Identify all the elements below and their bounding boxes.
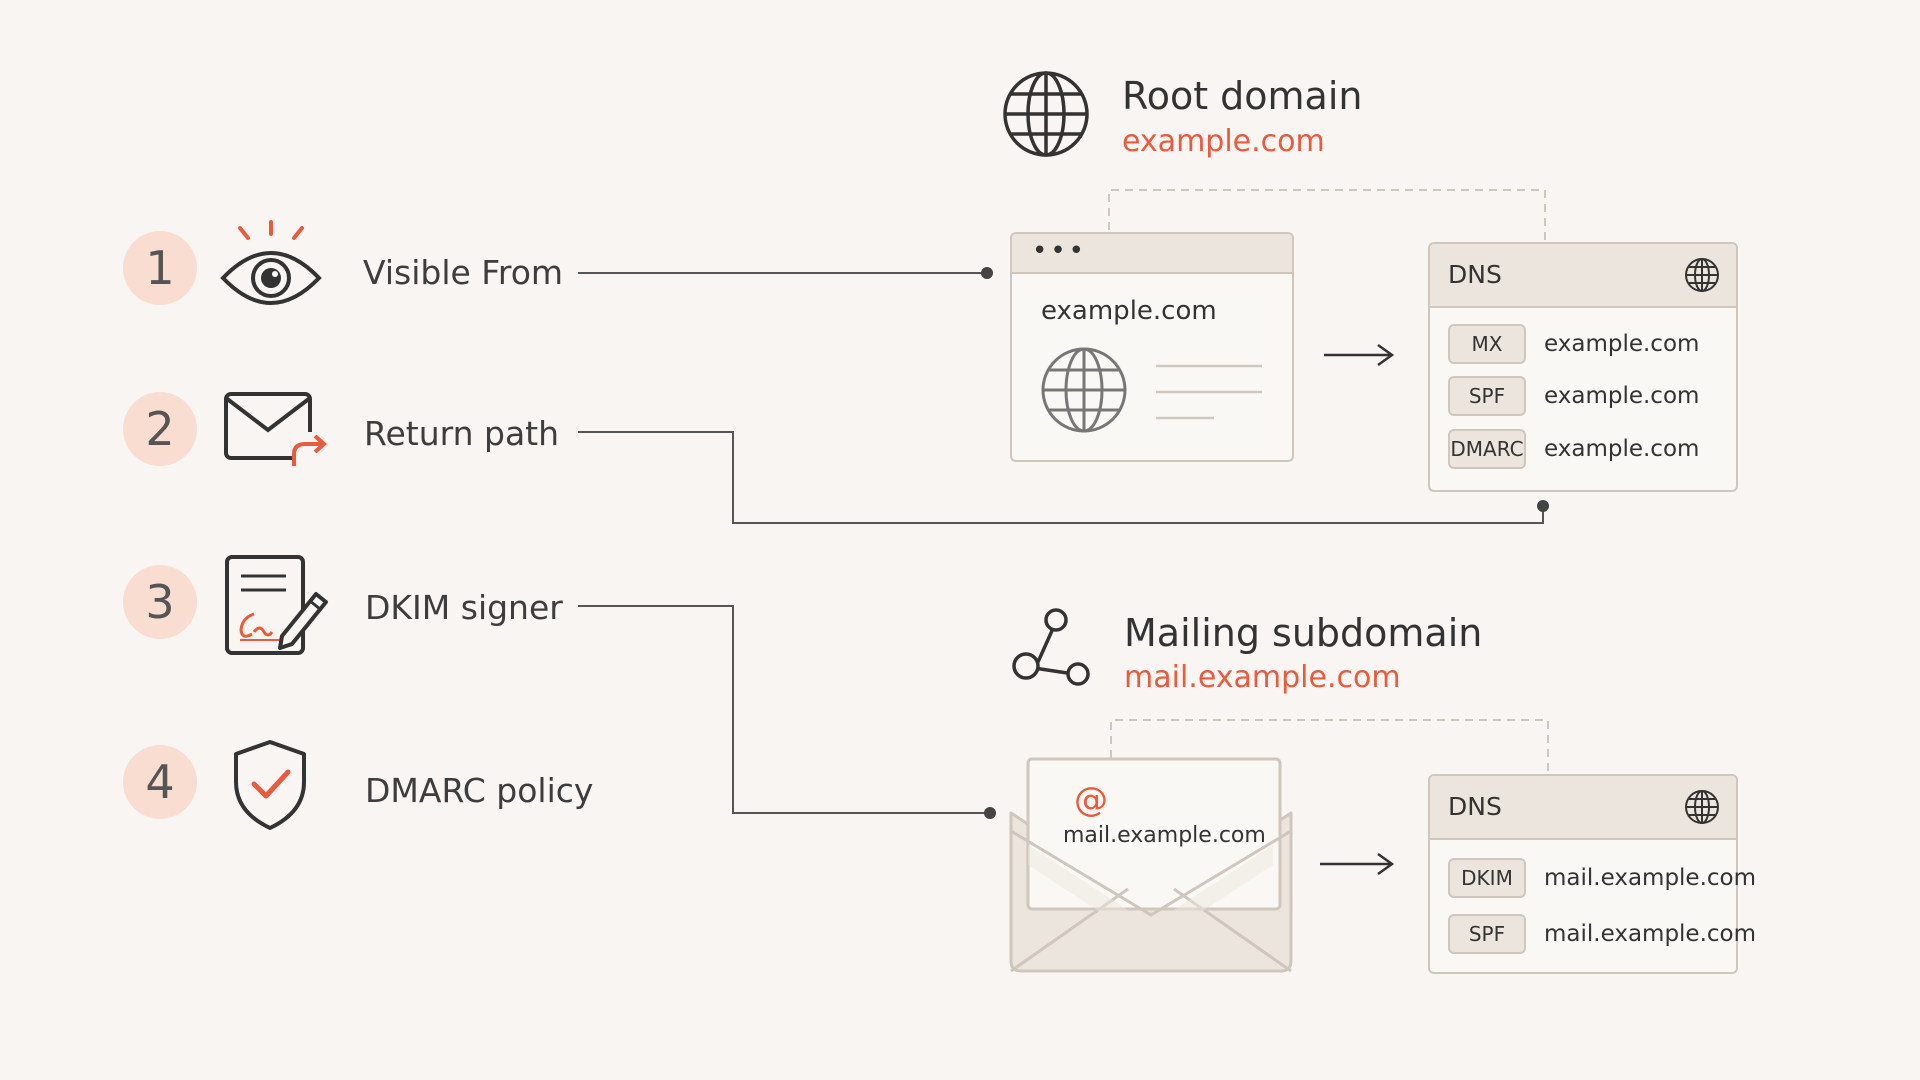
dns-record-row: DKIM mail.example.com (1448, 858, 1756, 898)
signed-document-icon (225, 555, 328, 655)
record-type-tag: SPF (1448, 914, 1526, 954)
record-value: example.com (1544, 436, 1700, 462)
record-value: mail.example.com (1544, 865, 1757, 891)
root-dns-title: DNS (1448, 260, 1502, 289)
dns-globe-icon (1685, 790, 1719, 824)
root-dashed-link (1108, 189, 1546, 240)
browser-window: ••• example.com (1010, 232, 1294, 462)
sub-domain-title: Mailing subdomain (1124, 611, 1483, 655)
root-arrow (1324, 343, 1395, 367)
step-2-label: Return path (364, 414, 560, 453)
step-4-badge: 4 (123, 745, 197, 819)
at-symbol-icon: @ (1074, 780, 1108, 820)
dkim-signer-connector (578, 605, 996, 819)
dns-record-row: DMARC example.com (1448, 429, 1699, 469)
record-value: mail.example.com (1544, 921, 1757, 947)
dns-globe-icon (1685, 258, 1719, 292)
dns-record-row: SPF mail.example.com (1448, 914, 1756, 954)
sub-dashed-link (1110, 719, 1549, 772)
share-nodes-icon (1012, 608, 1090, 686)
browser-globe-icon (1041, 347, 1127, 433)
envelope-forward-icon (224, 392, 328, 466)
sub-dns-header: DNS (1430, 776, 1736, 840)
record-type-tag: MX (1448, 324, 1526, 364)
sub-arrow (1320, 852, 1395, 876)
step-1-label: Visible From (363, 253, 564, 292)
root-domain-title: Root domain (1122, 74, 1363, 118)
dns-record-row: MX example.com (1448, 324, 1699, 364)
root-domain-name: example.com (1122, 124, 1325, 159)
browser-dots-icon: ••• (1032, 236, 1088, 266)
record-type-tag: DKIM (1448, 858, 1526, 898)
eye-icon (220, 220, 322, 305)
record-value: example.com (1544, 383, 1700, 409)
step-1-badge: 1 (123, 231, 197, 305)
return-path-connector (578, 431, 1549, 524)
record-type-tag: SPF (1448, 376, 1526, 416)
globe-icon (1003, 71, 1089, 157)
step-4-label: DMARC policy (365, 771, 594, 810)
browser-title-bar: ••• (1012, 234, 1292, 274)
step-3-badge: 3 (123, 565, 197, 639)
envelope-icon (1009, 757, 1293, 973)
root-dns-card: DNS MX example.com SPF example.com DMARC… (1428, 242, 1738, 492)
dns-record-row: SPF example.com (1448, 376, 1699, 416)
envelope-address: mail.example.com (1063, 823, 1266, 848)
sub-dns-title: DNS (1448, 792, 1502, 821)
step-2-badge: 2 (123, 392, 197, 466)
shield-check-icon (234, 740, 306, 830)
record-type-tag: DMARC (1448, 429, 1526, 469)
browser-url: example.com (1041, 296, 1217, 326)
sub-dns-card: DNS DKIM mail.example.com SPF mail.examp… (1428, 774, 1756, 974)
record-value: example.com (1544, 331, 1700, 357)
root-dns-header: DNS (1430, 244, 1736, 308)
step-3-label: DKIM signer (365, 588, 563, 627)
visible-from-connector (578, 267, 993, 279)
browser-content-lines (1156, 364, 1262, 420)
sub-domain-name: mail.example.com (1124, 660, 1401, 695)
